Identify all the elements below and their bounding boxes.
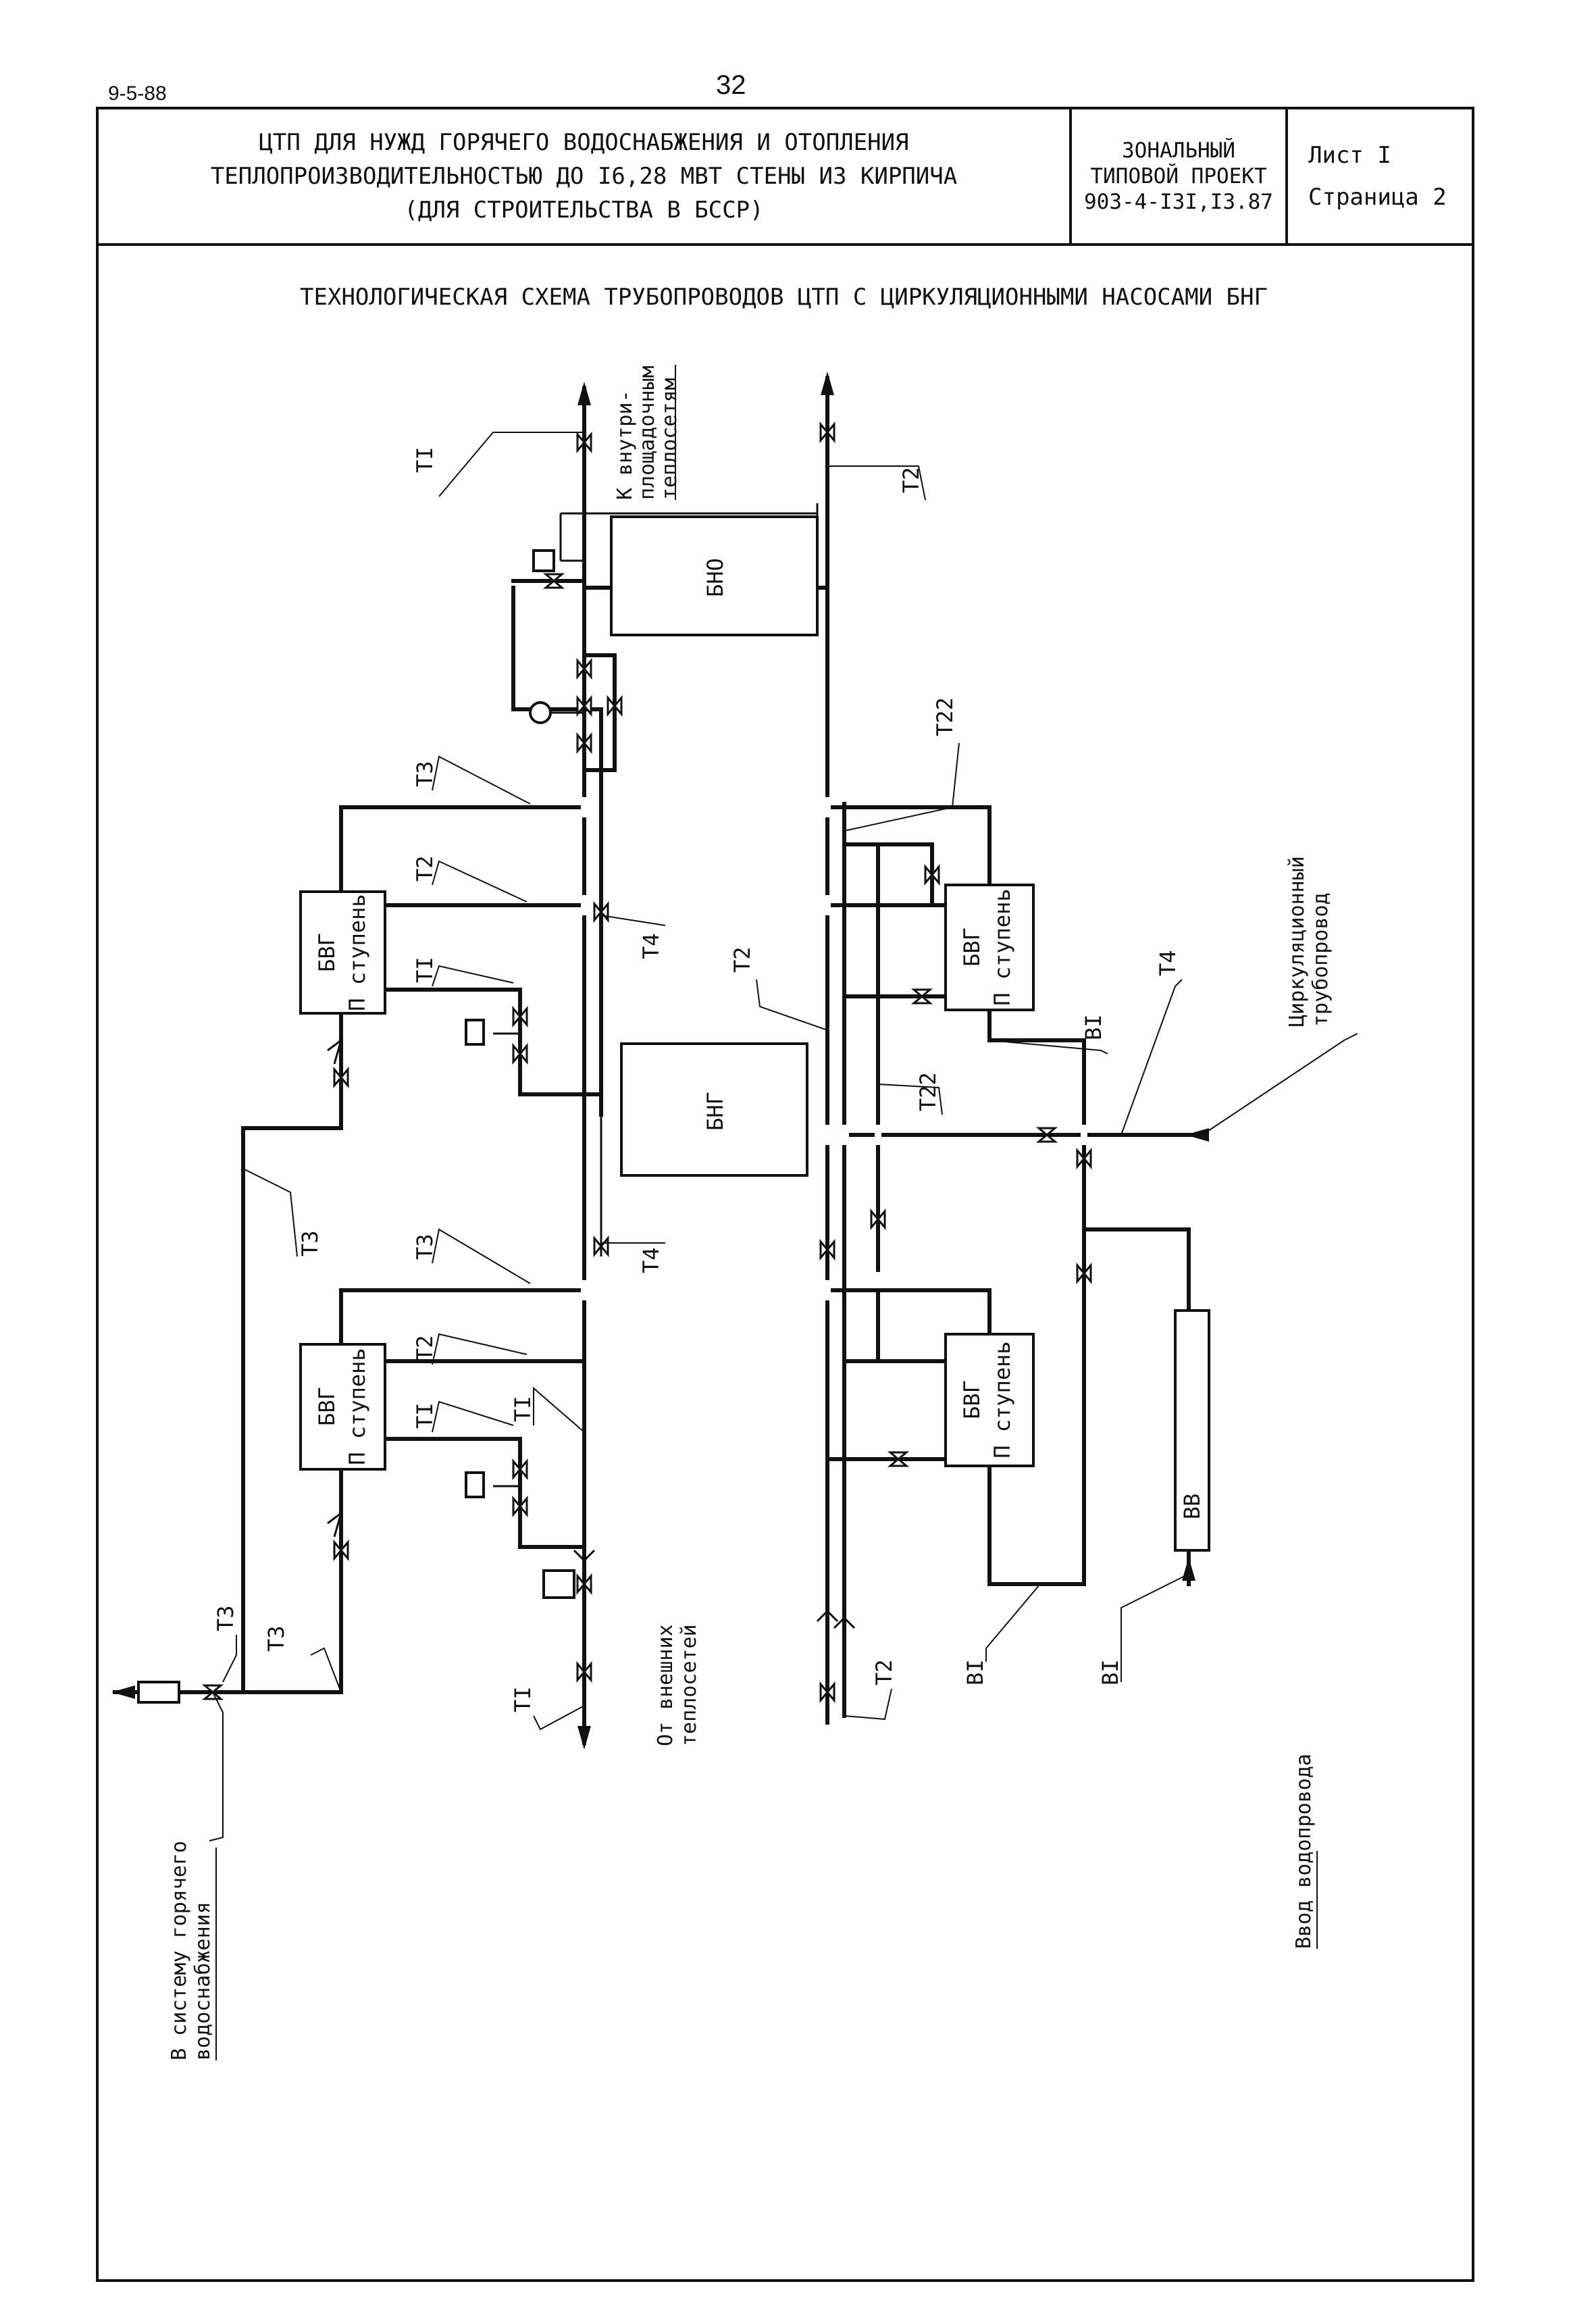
pipe-label-t4: Т4 <box>638 933 664 959</box>
pipe-label-t2: Т2 <box>898 467 924 493</box>
bvg-lower-left <box>299 1343 386 1471</box>
note-circulation-2: трубопровод <box>1309 892 1333 1027</box>
scheme-title: ТЕХНОЛОГИЧЕСКАЯ СХЕМА ТРУБОПРОВОДОВ ЦТП … <box>300 284 1268 311</box>
actuator-box-lower <box>465 1471 485 1498</box>
note-water-inlet: Ввод водопровода <box>1292 1754 1316 1949</box>
note-to-networks-2: площадочным <box>636 365 659 500</box>
page-label: Страница 2 <box>1308 184 1447 211</box>
bng-unit <box>620 1042 808 1177</box>
title-line-2: ТЕПЛОПРОИЗВОДИТЕЛЬНОСТЬЮ ДО I6,28 МВТ СТ… <box>210 163 958 190</box>
bvg-upper-right-stage: П ступень <box>989 888 1015 1005</box>
pipe-label-t22: Т22 <box>915 1072 941 1111</box>
pipe-label-t1: ТI <box>412 957 438 983</box>
title-line-1: ЦТП ДЛЯ НУЖД ГОРЯЧЕГО ВОДОСНАБЖЕНИЯ И ОТ… <box>259 129 909 156</box>
bvg-lower-right-name: БВГ <box>959 1380 985 1419</box>
project-cell: ЗОНАЛЬНЫЙ ТИПОВОЙ ПРОЕКТ 903-4-I3I,I3.87 <box>1072 109 1288 243</box>
page-number: 32 <box>716 70 746 100</box>
bvg-upper-left-name: БВГ <box>314 933 340 972</box>
project-line-1: ЗОНАЛЬНЫЙ <box>1122 138 1235 163</box>
pipe-label-b1: ВI <box>962 1659 988 1685</box>
sheet-label: Лист I <box>1308 142 1391 169</box>
pipe-label-t1: ТI <box>510 1686 536 1712</box>
bvg-lower-left-stage: П ступень <box>344 1348 370 1465</box>
note-to-hot-water-1: В систему горячего <box>168 1841 191 2060</box>
drawing-frame <box>96 243 1474 2282</box>
pipe-label-t1: ТI <box>412 1402 438 1429</box>
regulator-box-top <box>532 549 555 572</box>
pipe-label-t4: Т4 <box>1155 950 1181 976</box>
bno-label: БНО <box>702 558 728 597</box>
pipe-label-t22: Т22 <box>932 697 958 736</box>
note-from-networks-2: теплосетей <box>677 1624 701 1746</box>
note-to-hot-water-2: водоснабжения <box>191 1902 215 2060</box>
pipe-label-t3: Т3 <box>213 1605 238 1631</box>
bvg-lower-left-name: БВГ <box>314 1387 340 1426</box>
actuator-box-upper <box>465 1019 485 1046</box>
bvg-upper-left <box>299 890 386 1015</box>
pipe-label-t4: Т4 <box>638 1247 664 1273</box>
document-code: 9-5-88 <box>108 82 167 105</box>
vv-label: ВВ <box>1179 1494 1205 1520</box>
title-main-cell: ЦТП ДЛЯ НУЖД ГОРЯЧЕГО ВОДОСНАБЖЕНИЯ И ОТ… <box>99 109 1072 243</box>
project-line-2: ТИПОВОЙ ПРОЕКТ <box>1090 164 1267 188</box>
pipe-label-t2: Т2 <box>871 1659 897 1685</box>
sheet-cell: Лист I Страница 2 <box>1288 109 1472 243</box>
bng-label: БНГ <box>702 1092 728 1131</box>
bvg-upper-right-name: БВГ <box>959 927 985 967</box>
arrow-up-icon <box>577 1726 591 1750</box>
arrow-up-icon <box>1182 1557 1195 1581</box>
pipe-label-t3: Т3 <box>412 1234 438 1260</box>
title-line-3: (ДЛЯ СТРОИТЕЛЬСТВА В БССР) <box>404 197 764 224</box>
arrow-left-icon <box>1185 1128 1209 1142</box>
vv-water-heater <box>1174 1309 1210 1552</box>
pipe-label-t3: Т3 <box>263 1625 289 1652</box>
pipe-label-b1: ВI <box>1081 1014 1106 1040</box>
bvg-upper-right <box>944 884 1035 1011</box>
pipe-label-t2: Т2 <box>412 855 438 882</box>
meter-box <box>137 1681 180 1704</box>
pipe-label-t1: ТI <box>510 1396 536 1422</box>
pipe-label-b1: ВI <box>1098 1659 1123 1685</box>
bvg-upper-left-stage: П ступень <box>344 894 370 1011</box>
arrow-up-icon <box>821 372 834 395</box>
pipe-label-t2: Т2 <box>729 946 755 973</box>
note-circulation-1: Циркуляционный <box>1285 856 1309 1027</box>
pipe-label-t3: Т3 <box>297 1230 323 1256</box>
title-block: ЦТП ДЛЯ НУЖД ГОРЯЧЕГО ВОДОСНАБЖЕНИЯ И ОТ… <box>96 107 1474 246</box>
bno-unit <box>610 515 819 636</box>
note-to-networks-1: К внутри- <box>613 390 637 500</box>
pipe-label-t2: Т2 <box>412 1335 438 1361</box>
arrow-left-icon <box>111 1685 135 1699</box>
regulator-box <box>542 1569 575 1599</box>
gauge-icon <box>529 701 552 724</box>
pipe-label-t3: Т3 <box>412 761 438 787</box>
arrow-up-icon <box>577 382 591 405</box>
note-to-networks-3: теплосетям <box>658 378 681 500</box>
project-line-3: 903-4-I3I,I3.87 <box>1084 190 1273 214</box>
note-from-networks-1: От внешних <box>654 1624 677 1746</box>
bvg-lower-right <box>944 1333 1035 1467</box>
pipe-label-t1: ТI <box>412 447 438 473</box>
bvg-lower-right-stage: П ступень <box>989 1341 1015 1458</box>
